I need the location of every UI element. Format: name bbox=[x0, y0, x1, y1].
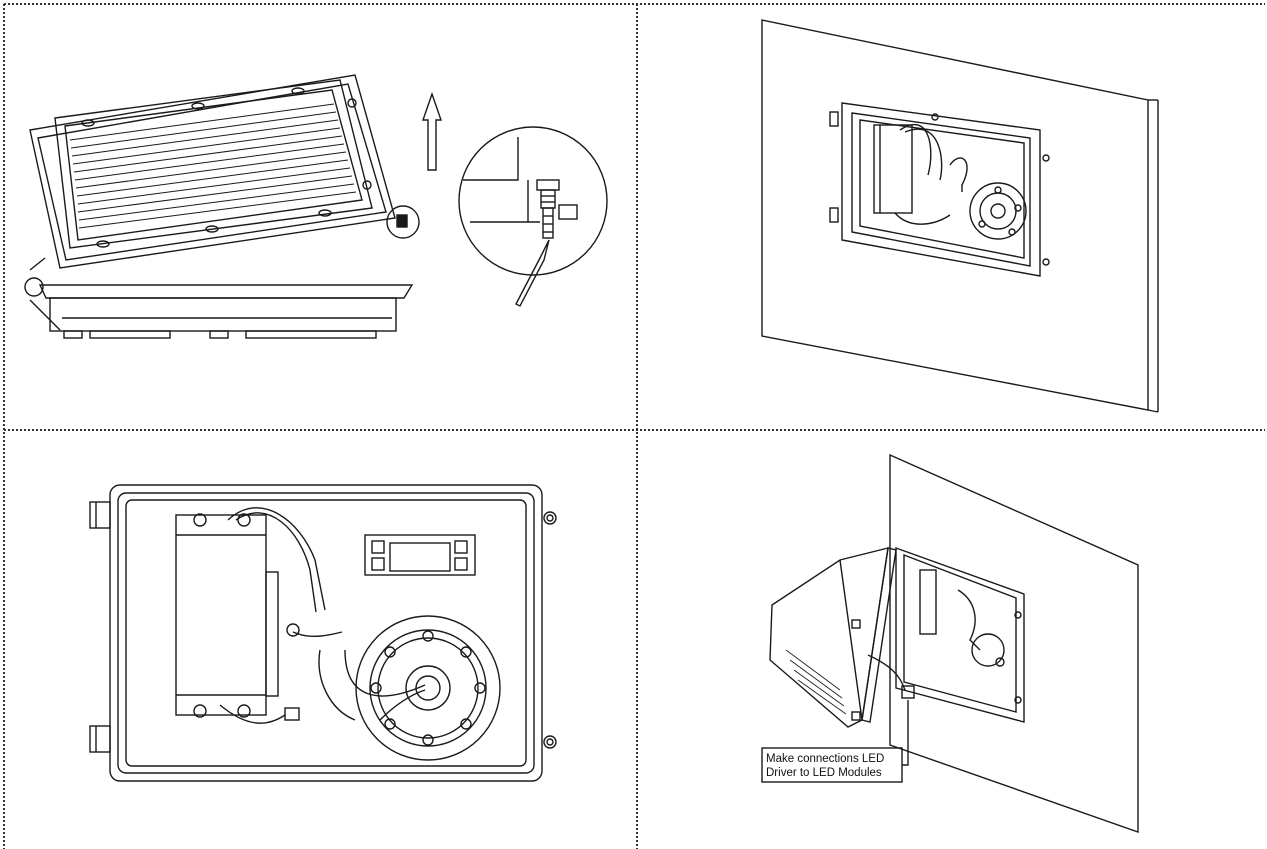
wall-panel bbox=[761, 19, 1149, 411]
callout-leader bbox=[902, 700, 909, 766]
panel-dividers bbox=[3, 3, 1265, 849]
panel-4-housing-connect bbox=[761, 453, 1139, 833]
callout-line-2: Driver to LED Modules bbox=[766, 767, 882, 779]
heatsink-fins bbox=[69, 103, 357, 229]
callout-label: Make connections LED Driver to LED Modul… bbox=[766, 752, 884, 780]
panel-3-backplate-wiring bbox=[89, 484, 557, 782]
housing-fins bbox=[785, 649, 847, 715]
panel-1-housing-open bbox=[24, 74, 608, 339]
panel-2-backplate-wall bbox=[761, 19, 1159, 413]
up-arrow-icon bbox=[422, 91, 442, 171]
wall-panel-2 bbox=[889, 453, 1139, 833]
frame-screws bbox=[81, 87, 372, 248]
screw-detail-magnifier bbox=[458, 126, 608, 307]
callout-line-1: Make connections LED bbox=[766, 753, 885, 765]
